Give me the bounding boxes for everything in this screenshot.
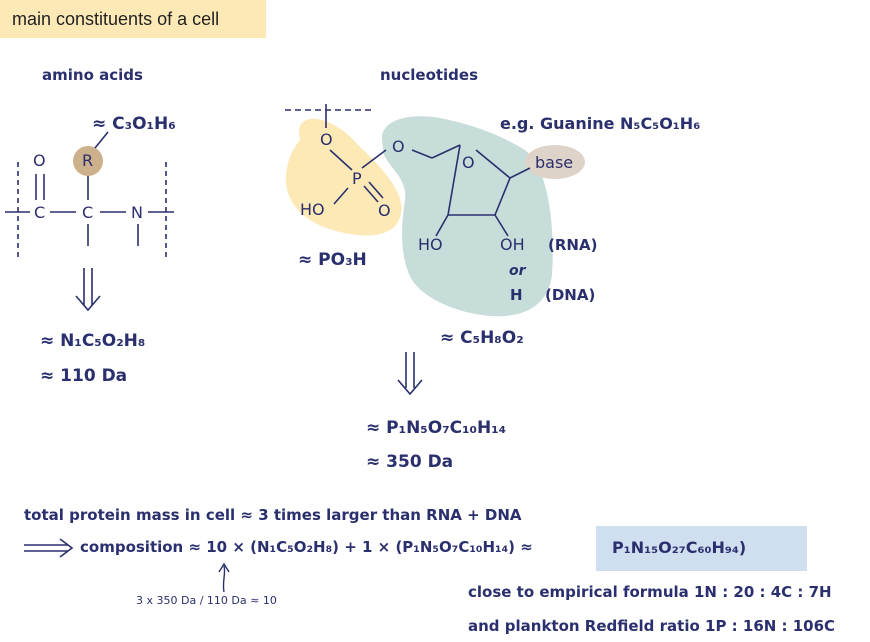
- amino-heading: amino acids: [42, 66, 143, 84]
- atom-oh-sugar: OH: [500, 235, 525, 254]
- note-up-arrow: [218, 562, 230, 593]
- atom-n: N: [131, 203, 143, 222]
- ring-o: O: [462, 153, 475, 172]
- page-title: main constituents of a cell: [12, 9, 220, 29]
- composition-result: P₁N₁₅O₂₇C₆₀H₉₄): [612, 538, 747, 557]
- nucleotide-bonds: [285, 104, 531, 237]
- atom-o-double: O: [378, 201, 391, 220]
- phosphate-blob: [286, 118, 402, 236]
- atom-r: R: [82, 151, 93, 170]
- atom-o-amino: O: [33, 151, 46, 170]
- phosphate-formula: ≈ PO₃H: [298, 250, 367, 270]
- summary-line: total protein mass in cell ≈ 3 times lar…: [24, 506, 522, 524]
- nucleotide-formula: ≈ P₁N₅O₇C₁₀H₁₄: [366, 418, 507, 438]
- empirical-formula: close to empirical formula 1N : 20 : 4C …: [468, 583, 832, 601]
- sugar-formula: ≈ C₅H₈O₂: [440, 328, 524, 348]
- dna-label: (DNA): [545, 286, 596, 304]
- nucleotides-heading: nucleotides: [380, 66, 479, 84]
- r-group-blob: [73, 146, 103, 176]
- atom-o-top: O: [320, 130, 333, 149]
- composition-line: composition ≈ 10 × (N₁C₅O₂H₈) + 1 × (P₁N…: [80, 538, 533, 556]
- amino-formula: ≈ N₁C₅O₂H₈: [40, 331, 146, 351]
- amino-down-arrow: [75, 268, 101, 312]
- atom-c1: C: [34, 203, 45, 222]
- amino-mass: ≈ 110 Da: [40, 366, 128, 386]
- title-box: [0, 0, 266, 38]
- calculation-note: 3 x 350 Da / 110 Da ≈ 10: [136, 594, 277, 607]
- atom-c2: C: [82, 203, 93, 222]
- atom-ho-phosphate: HO: [300, 200, 325, 219]
- h-label: H: [510, 286, 523, 304]
- atom-ho-sugar: HO: [418, 235, 443, 254]
- redfield-ratio: and plankton Redfield ratio 1P : 16N : 1…: [468, 617, 836, 635]
- base-label: base: [535, 153, 573, 172]
- base-blob: [525, 145, 585, 179]
- or-label: or: [509, 263, 526, 279]
- nucleotide-down-arrow: [397, 352, 423, 396]
- implies-arrow: [24, 538, 74, 558]
- atom-o-link: O: [392, 137, 405, 156]
- amino-acid-bonds: [5, 131, 174, 258]
- rna-label: (RNA): [548, 236, 598, 254]
- sugar-blob: [381, 116, 553, 317]
- guanine-formula: e.g. Guanine N₅C₅O₁H₆: [500, 114, 701, 133]
- result-highlight: [596, 526, 807, 571]
- nucleotide-mass: ≈ 350 Da: [366, 452, 454, 472]
- side-chain-formula: ≈ C₃O₁H₆: [92, 114, 176, 134]
- atom-p: P: [352, 169, 362, 188]
